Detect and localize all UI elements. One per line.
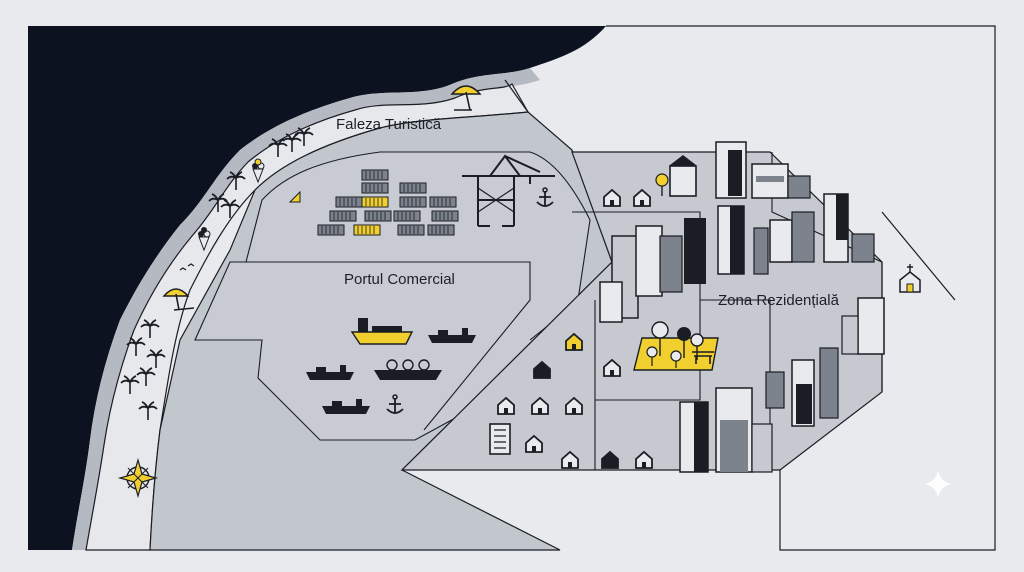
bird-icon xyxy=(179,263,195,271)
compass-rose-icon xyxy=(117,457,159,499)
ice-cream-icon xyxy=(198,227,211,252)
sea xyxy=(28,26,606,550)
tower-building-icon xyxy=(489,423,511,455)
residential-streets xyxy=(572,152,883,470)
bench-icon xyxy=(692,351,714,364)
container-crane-icon xyxy=(462,154,555,227)
yellow-triangle-marker xyxy=(288,190,301,203)
zona-rezidentiala-label: Zona Rezidențială xyxy=(718,292,839,309)
sparkle-icon xyxy=(924,470,952,498)
port-quay xyxy=(246,261,531,431)
beach-umbrella-icon xyxy=(450,85,482,111)
port-basin xyxy=(194,151,591,441)
church-icon xyxy=(899,264,921,293)
ship-icon xyxy=(350,318,414,345)
tree-icon xyxy=(646,321,704,368)
house-icon xyxy=(655,154,697,197)
faleza-turistica-label: Faleza Turistică xyxy=(336,116,442,133)
beach-umbrella-icon xyxy=(162,288,195,311)
ship-icon xyxy=(374,359,442,380)
ice-cream-icon xyxy=(252,158,265,184)
park xyxy=(633,321,719,371)
coast-road xyxy=(504,79,529,113)
portul-comercial-label: Portul Comercial xyxy=(344,271,455,288)
tower-building-icon xyxy=(599,141,885,473)
